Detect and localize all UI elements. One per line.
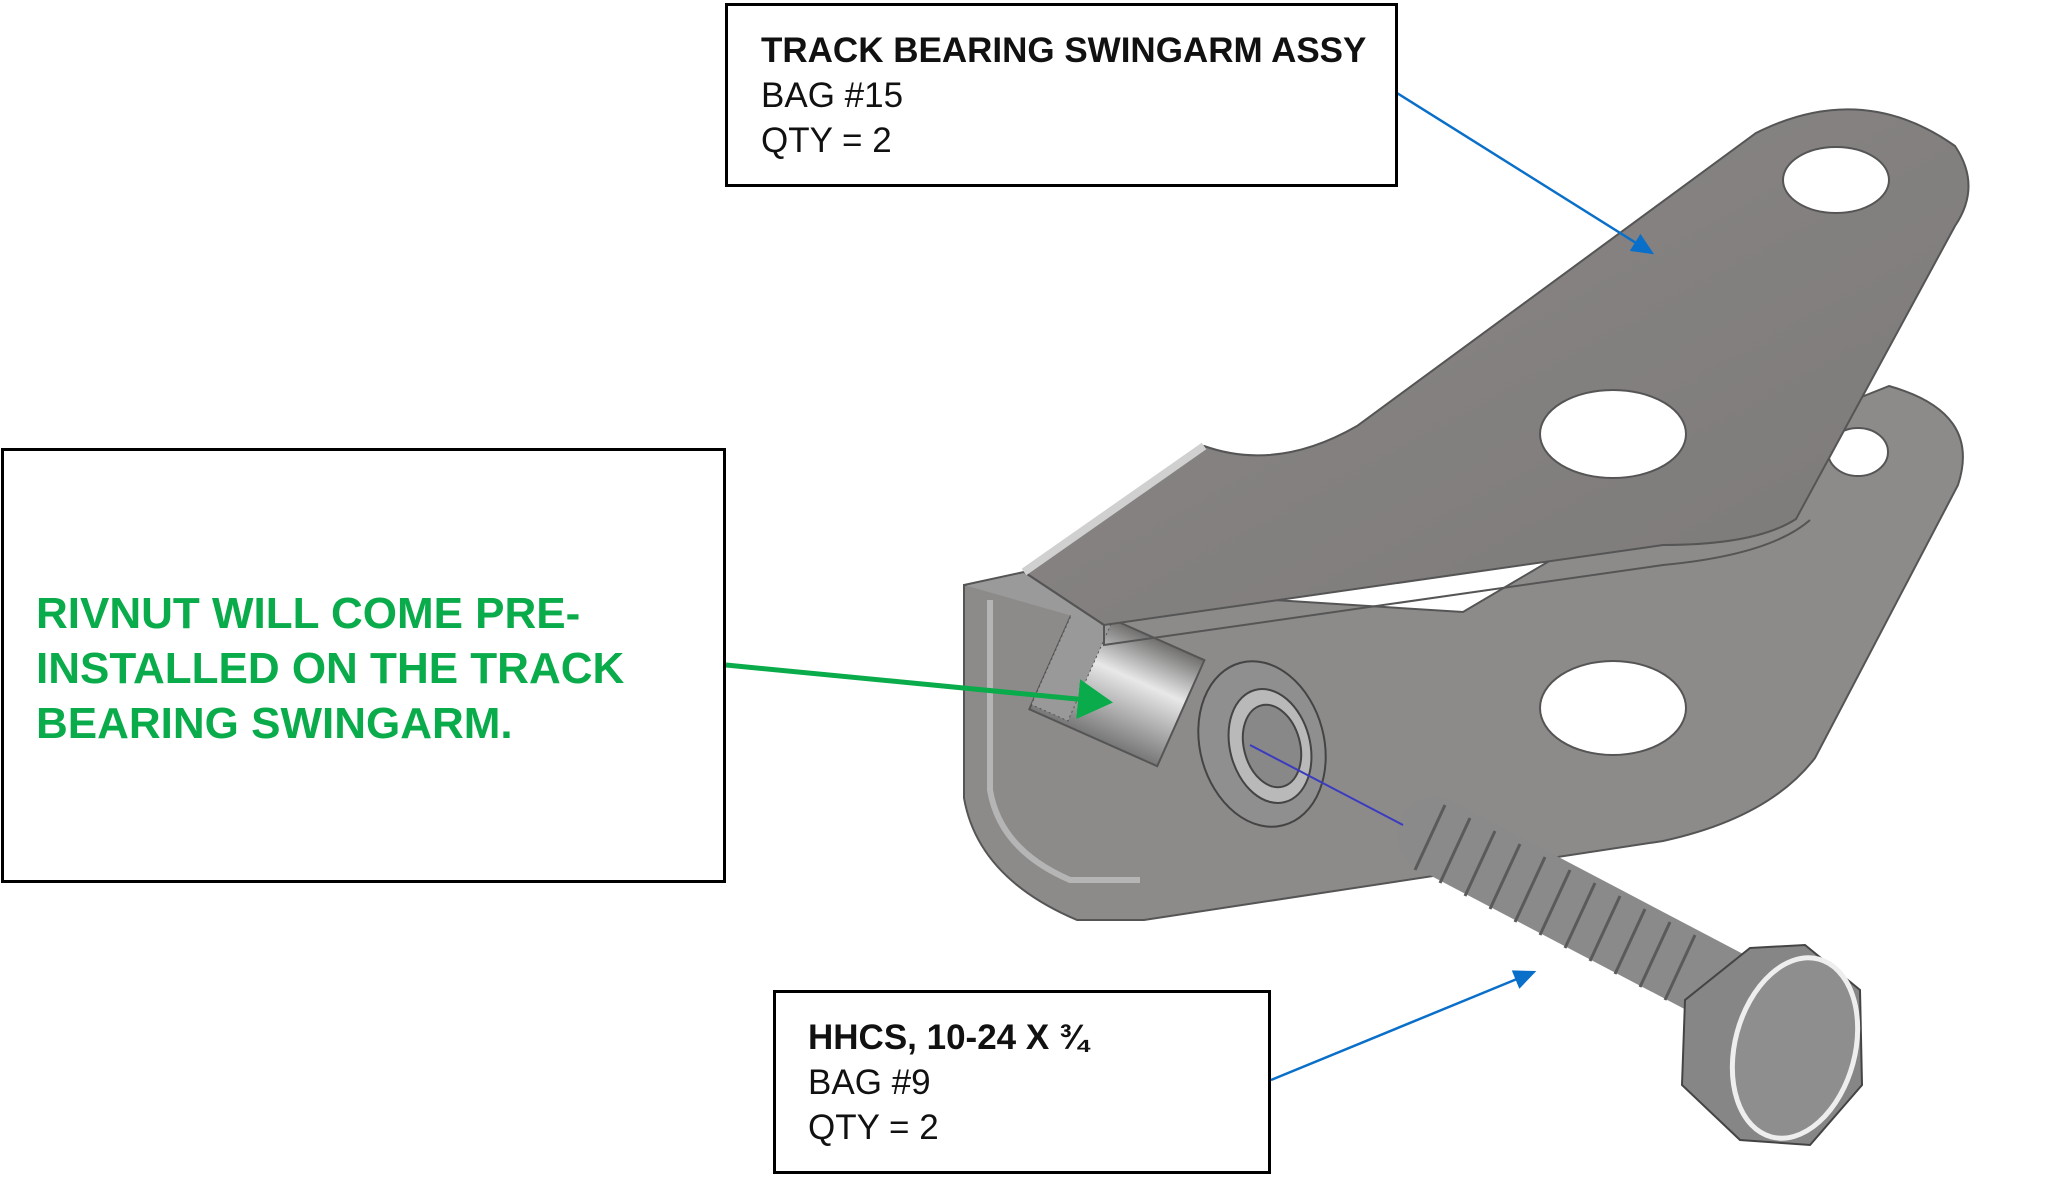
assembly-qty: QTY = 2: [761, 121, 892, 160]
upper-plate: [1022, 108, 1970, 627]
bolt-callout: HHCS, 10-24 X ¾ BAG #9 QTY = 2: [773, 990, 1271, 1174]
assembly-leader-arrow: [1396, 91, 1655, 255]
bolt-bag: BAG #9: [808, 1063, 931, 1102]
assembly-callout: TRACK BEARING SWINGARM ASSY BAG #15 QTY …: [725, 3, 1398, 187]
upper-plate-hole: [1539, 389, 1687, 479]
bolt-threads: [1413, 804, 1697, 1001]
lower-plate-hole: [1539, 660, 1687, 756]
note-line: RIVNUT WILL COME PRE-: [36, 589, 581, 638]
bolt-leader-arrow: [1270, 970, 1537, 1082]
rivnut-note-callout: RIVNUT WILL COME PRE- INSTALLED ON THE T…: [1, 448, 726, 883]
bolt-qty: QTY = 2: [808, 1108, 939, 1147]
note-line: INSTALLED ON THE TRACK: [36, 644, 625, 693]
note-line: BEARING SWINGARM.: [36, 699, 513, 748]
assembly-bag: BAG #15: [761, 76, 904, 115]
bolt-title: HHCS, 10-24 X ¾: [808, 1018, 1089, 1057]
rivnut-leader-arrow: [725, 662, 1113, 720]
assembly-title: TRACK BEARING SWINGARM ASSY: [761, 31, 1367, 70]
upper-plate-hole: [1782, 146, 1890, 214]
bolt-axis-line: [1249, 744, 1404, 826]
rivnut: [1028, 601, 1206, 768]
